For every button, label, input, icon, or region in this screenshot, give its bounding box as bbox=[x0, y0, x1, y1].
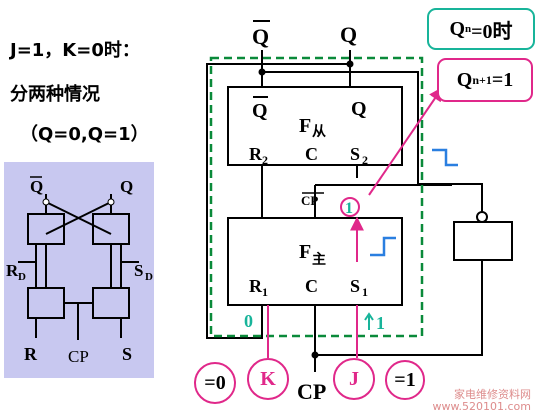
k-label-circle: K bbox=[247, 358, 289, 400]
qn-label: Q bbox=[449, 17, 466, 40]
master-s1-sub: 1 bbox=[362, 285, 368, 299]
mini-cp-label: CP bbox=[68, 347, 89, 366]
k-value: =0 bbox=[204, 371, 226, 394]
slave-r2-sub: 2 bbox=[262, 153, 268, 167]
master-r1-sub: 1 bbox=[262, 285, 268, 299]
master-flipflop bbox=[227, 217, 403, 306]
mini-circuit-svg: Q Q R D S D R CP S bbox=[6, 176, 153, 366]
qn-sub: n bbox=[465, 23, 472, 35]
falling-edge-icon bbox=[432, 148, 458, 167]
s1-signal-one: 1 bbox=[345, 200, 353, 217]
qn1-suffix: =1 bbox=[491, 68, 514, 91]
mini-rd-sub: D bbox=[18, 271, 26, 283]
rising-edge-icon bbox=[370, 236, 396, 257]
qn-suffix: =0时 bbox=[471, 20, 513, 43]
mini-q-label: Q bbox=[120, 177, 133, 196]
mini-rd-label: R bbox=[6, 261, 19, 280]
dashed-flipflop-outline bbox=[209, 56, 424, 338]
j-label-circle: J bbox=[333, 358, 375, 400]
top-qbar-label: Q bbox=[252, 24, 269, 49]
mini-r-label: R bbox=[24, 344, 38, 364]
master-c-label: C bbox=[305, 276, 318, 296]
master-f-sub: 主 bbox=[312, 251, 326, 268]
qn1-sub: n+1 bbox=[472, 72, 492, 87]
cases-text: 分两种情况 bbox=[10, 84, 100, 105]
mini-s-label: S bbox=[122, 344, 132, 364]
master-f-label: F bbox=[299, 241, 311, 263]
slave-s2-sub: 2 bbox=[362, 153, 368, 167]
slave-qbar-label: Q bbox=[252, 100, 268, 122]
bottom-cp-label: CP bbox=[297, 379, 326, 404]
master-r1-label: R bbox=[249, 276, 263, 296]
inverter-box bbox=[453, 221, 513, 261]
slave-r2-label: R bbox=[249, 144, 263, 164]
k-value-circle: =0 bbox=[194, 362, 236, 404]
cp-bar-label: CP bbox=[301, 193, 318, 208]
slave-s2-label: S bbox=[350, 144, 360, 164]
s1-signal-circle bbox=[340, 197, 360, 217]
mini-sd-sub: D bbox=[145, 271, 153, 283]
j-label: J bbox=[349, 367, 359, 390]
r1-signal-zero: 0 bbox=[244, 311, 253, 331]
s1-signal-one-low: 1 bbox=[376, 313, 385, 333]
qn1-label: Q bbox=[456, 68, 473, 91]
mini-circuit-diagram: Q Q R D S D R CP S bbox=[4, 162, 154, 378]
slave-flipflop bbox=[227, 86, 403, 166]
slave-q-label: Q bbox=[351, 98, 367, 120]
slave-f-sub: 从 bbox=[312, 124, 326, 140]
mini-qbar-label: Q bbox=[30, 177, 43, 196]
slave-f-label: F bbox=[299, 115, 311, 137]
j-value: =1 bbox=[394, 368, 416, 391]
watermark-line1: 家电维修资料网 bbox=[454, 388, 531, 401]
j-value-circle: =1 bbox=[385, 360, 425, 400]
master-s1-label: S bbox=[350, 276, 360, 296]
watermark-line2: www.520101.com bbox=[432, 400, 531, 413]
k-label: K bbox=[260, 367, 276, 390]
watermark: 家电维修资料网 www.520101.com bbox=[433, 389, 531, 413]
mini-sd-label: S bbox=[134, 261, 143, 280]
condition-text: J=1，K=0时： bbox=[10, 40, 140, 61]
top-q-label: Q bbox=[340, 22, 357, 47]
cases-values: （Q=0,Q=1） bbox=[20, 124, 149, 145]
inverter-bubble bbox=[476, 211, 488, 223]
slave-c-label: C bbox=[305, 144, 318, 164]
